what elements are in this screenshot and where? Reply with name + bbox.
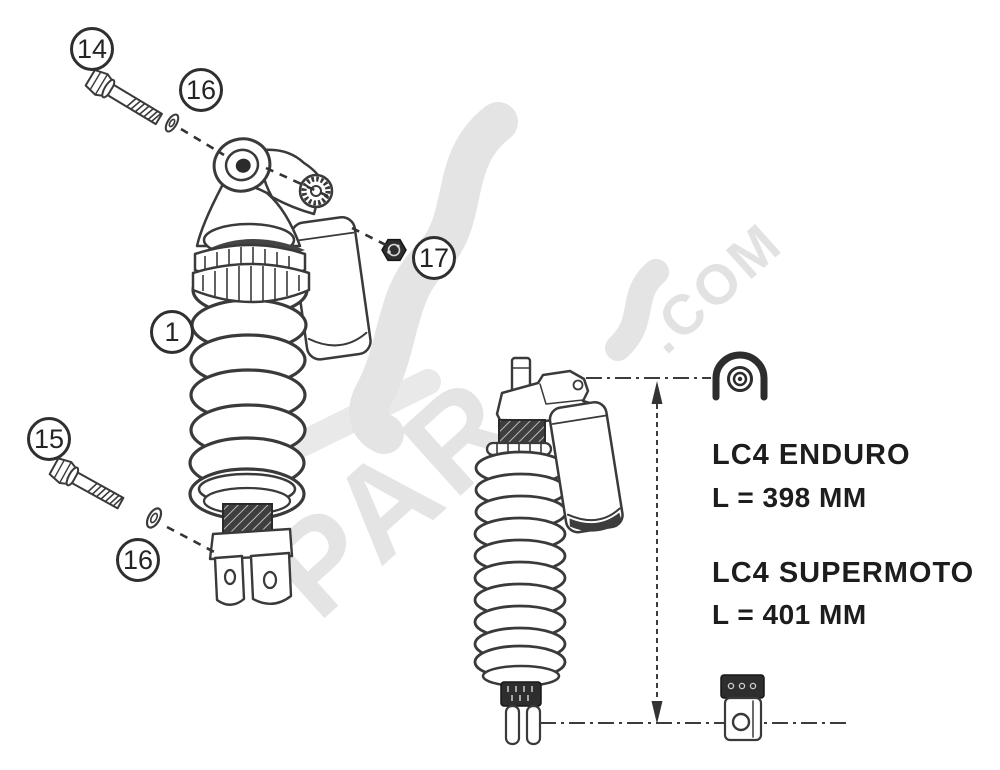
bolt-14 bbox=[84, 69, 163, 126]
spec-supermoto-length: L = 401 MM bbox=[712, 599, 867, 630]
callout-15: 15 bbox=[27, 417, 71, 461]
callout-17-label: 17 bbox=[418, 242, 450, 273]
top-mount-bushing bbox=[712, 351, 768, 401]
dimension-arrow bbox=[651, 381, 663, 724]
callout-17: 17 bbox=[412, 236, 456, 280]
bottom-clevis bbox=[197, 472, 297, 606]
bottom-mount-clevis bbox=[720, 674, 765, 742]
leader-line-16-bottom bbox=[166, 525, 219, 556]
callout-16-bottom-label: 16 bbox=[122, 544, 154, 575]
callout-16-top: 16 bbox=[179, 68, 223, 112]
callout-15-label: 15 bbox=[33, 423, 65, 454]
callout-1: 1 bbox=[150, 310, 194, 354]
leader-line-17b bbox=[351, 226, 387, 247]
callout-1-label: 1 bbox=[164, 316, 180, 347]
callout-16-bottom: 16 bbox=[116, 538, 160, 582]
callout-14-label: 14 bbox=[76, 33, 108, 64]
mount-pin bbox=[572, 379, 584, 391]
flange-nut-17 bbox=[381, 238, 407, 262]
washer-16-bottom bbox=[145, 507, 163, 529]
reservoir bbox=[290, 215, 372, 361]
reservoir-side bbox=[548, 401, 624, 534]
shock-length-view bbox=[473, 356, 624, 746]
watermark-flame-icon bbox=[349, 102, 518, 454]
spec-enduro-length: L = 398 MM bbox=[712, 482, 867, 513]
spec-supermoto-model: LC4 SUPERMOTO bbox=[712, 557, 975, 589]
spec-enduro-model: LC4 ENDURO bbox=[712, 439, 911, 471]
leader-line-17a bbox=[265, 166, 331, 199]
preload-rings bbox=[191, 243, 311, 304]
top-eyelet bbox=[212, 137, 272, 193]
washer-16-top bbox=[164, 113, 180, 133]
coil-spring-side bbox=[473, 450, 568, 680]
main-shock-absorber bbox=[188, 137, 372, 606]
bolt-15 bbox=[48, 457, 125, 510]
watermark-flame-icon bbox=[605, 259, 669, 361]
callout-14: 14 bbox=[70, 27, 114, 71]
callout-16-top-label: 16 bbox=[185, 74, 217, 105]
rebound-adjuster-knob bbox=[298, 173, 334, 209]
